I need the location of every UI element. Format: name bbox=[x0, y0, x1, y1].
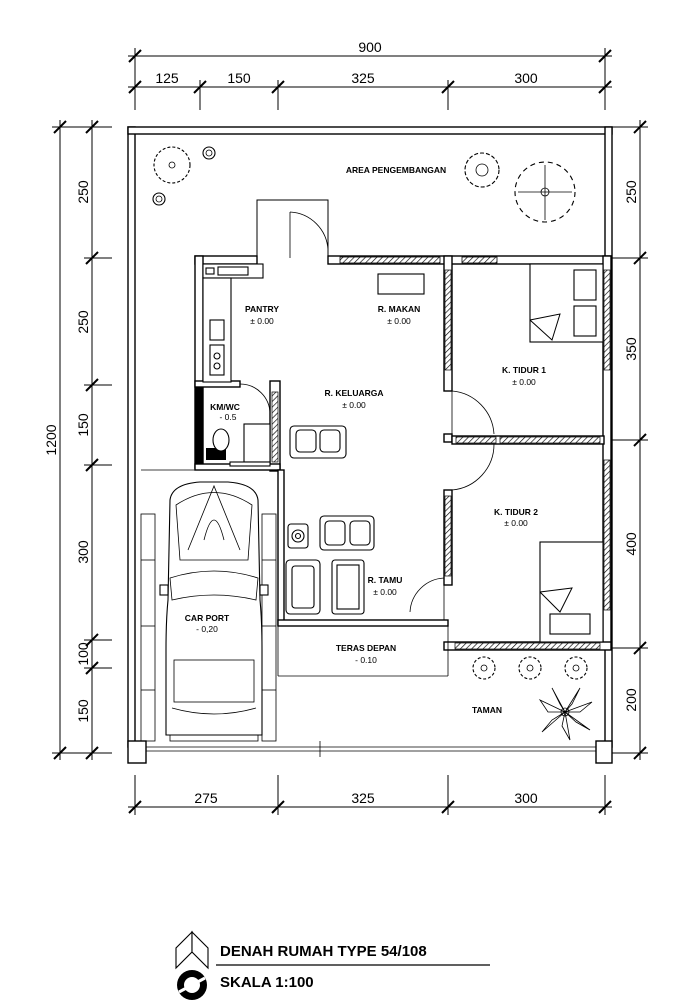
level-carport: - 0,20 bbox=[196, 624, 218, 634]
house-walls bbox=[141, 199, 612, 677]
level-pantry: ± 0.00 bbox=[250, 316, 274, 326]
dim-left-6: 150 bbox=[75, 699, 91, 723]
dim-right-2: 350 bbox=[623, 337, 639, 361]
car-icon bbox=[159, 481, 269, 742]
room-carport: CAR PORT bbox=[185, 613, 230, 623]
tree-icon-2 bbox=[514, 161, 576, 223]
bed-1 bbox=[529, 263, 604, 343]
level-teras: - 0.10 bbox=[355, 655, 377, 665]
dim-left-4: 300 bbox=[75, 540, 91, 564]
tree-icon bbox=[152, 146, 216, 206]
room-area-pengembangan: AREA PENGEMBANGAN bbox=[346, 165, 446, 175]
dim-bottom-2: 325 bbox=[351, 790, 375, 806]
dim-top-2: 150 bbox=[227, 70, 251, 86]
room-kmwc: KM/WC bbox=[210, 402, 240, 412]
level-tidur-2: ± 0.00 bbox=[504, 518, 528, 528]
drawing-scale: SKALA 1:100 bbox=[220, 974, 314, 991]
dim-left-1: 250 bbox=[75, 180, 91, 204]
room-keluarga: R. KELUARGA bbox=[324, 388, 383, 398]
dim-bottom-1: 275 bbox=[194, 790, 218, 806]
garden-shrubs bbox=[472, 656, 588, 680]
dim-left-2: 250 bbox=[75, 310, 91, 334]
family-sofa bbox=[289, 425, 347, 459]
dim-right-4: 200 bbox=[623, 688, 639, 712]
title-block: DENAH RUMAH TYPE 54/108 SKALA 1:100 bbox=[175, 930, 490, 1000]
room-taman: TAMAN bbox=[472, 705, 502, 715]
shrub-icon bbox=[464, 152, 500, 188]
palm-icon bbox=[538, 687, 593, 741]
guest-furniture bbox=[285, 515, 375, 615]
room-teras: TERAS DEPAN bbox=[336, 643, 396, 653]
room-tamu: R. TAMU bbox=[368, 575, 403, 585]
level-keluarga: ± 0.00 bbox=[342, 400, 366, 410]
pantry-fixtures bbox=[202, 263, 264, 383]
level-kmwc: - 0.5 bbox=[219, 412, 236, 422]
room-tidur-2: K. TIDUR 2 bbox=[494, 507, 538, 517]
dim-top-4: 300 bbox=[514, 70, 538, 86]
dim-right-1: 250 bbox=[623, 180, 639, 204]
bathroom-fixtures bbox=[206, 423, 271, 467]
level-tidur-1: ± 0.00 bbox=[512, 377, 536, 387]
room-makan: R. MAKAN bbox=[378, 304, 421, 314]
dimension-lines bbox=[52, 48, 648, 815]
level-tamu: ± 0.00 bbox=[373, 587, 397, 597]
dim-top-1: 125 bbox=[155, 70, 179, 86]
level-makan: ± 0.00 bbox=[387, 316, 411, 326]
drawing-title: DENAH RUMAH TYPE 54/108 bbox=[220, 943, 427, 960]
dim-left-3: 150 bbox=[75, 413, 91, 437]
dim-bottom-3: 300 bbox=[514, 790, 538, 806]
dim-right-3: 400 bbox=[623, 532, 639, 556]
dim-left-5: 100 bbox=[75, 642, 91, 666]
north-arrow-icon bbox=[175, 930, 209, 1000]
dim-left-total: 1200 bbox=[43, 424, 59, 455]
room-tidur-1: K. TIDUR 1 bbox=[502, 365, 546, 375]
dim-top-total: 900 bbox=[358, 39, 382, 55]
dimension-labels: 900 125 150 325 300 275 325 300 1200 250… bbox=[43, 39, 639, 806]
dim-top-3: 325 bbox=[351, 70, 375, 86]
room-pantry: PANTRY bbox=[245, 304, 279, 314]
dining-table bbox=[377, 273, 425, 295]
bed-2 bbox=[539, 541, 604, 643]
room-labels: AREA PENGEMBANGAN PANTRY ± 0.00 R. MAKAN… bbox=[185, 165, 546, 715]
